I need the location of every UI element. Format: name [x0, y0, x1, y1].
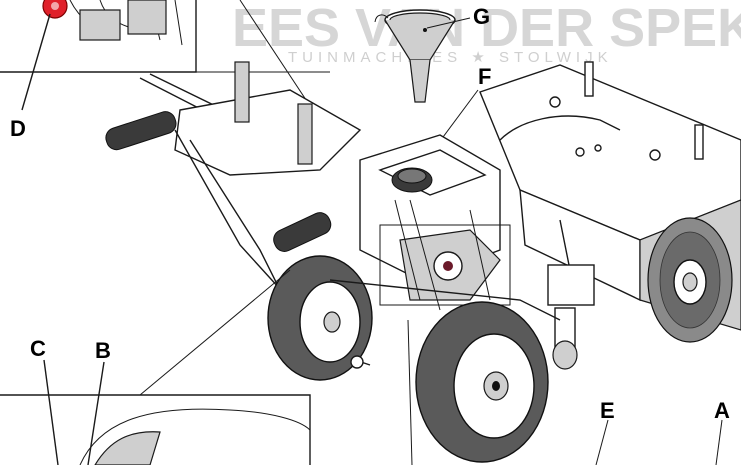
sweeper-attachment	[479, 61, 741, 370]
red-highlight-part	[42, 0, 68, 19]
callout-b: B	[95, 338, 111, 363]
callout-e: E	[600, 398, 615, 423]
funnel	[374, 9, 471, 103]
watermark-brand: EES VAN DER SPEK	[232, 0, 741, 58]
inset-top-left	[0, 0, 197, 111]
right-wheel	[415, 301, 549, 463]
engine	[359, 134, 511, 311]
handlebar-assembly	[105, 61, 362, 331]
watermark: EES VAN DER SPEK TUINMACHINES ★ STOLWIJK	[232, 0, 741, 66]
callout-g: G	[473, 4, 490, 29]
callout-f: F	[478, 64, 491, 89]
left-wheel	[267, 255, 373, 381]
callout-a: A	[714, 398, 730, 423]
watermark-subtitle: TUINMACHINES ★ STOLWIJK	[288, 49, 613, 66]
callout-d: D	[10, 116, 26, 141]
inset-bottom-left	[0, 359, 311, 465]
fuel-cap	[391, 167, 433, 193]
callout-c: C	[30, 336, 46, 361]
